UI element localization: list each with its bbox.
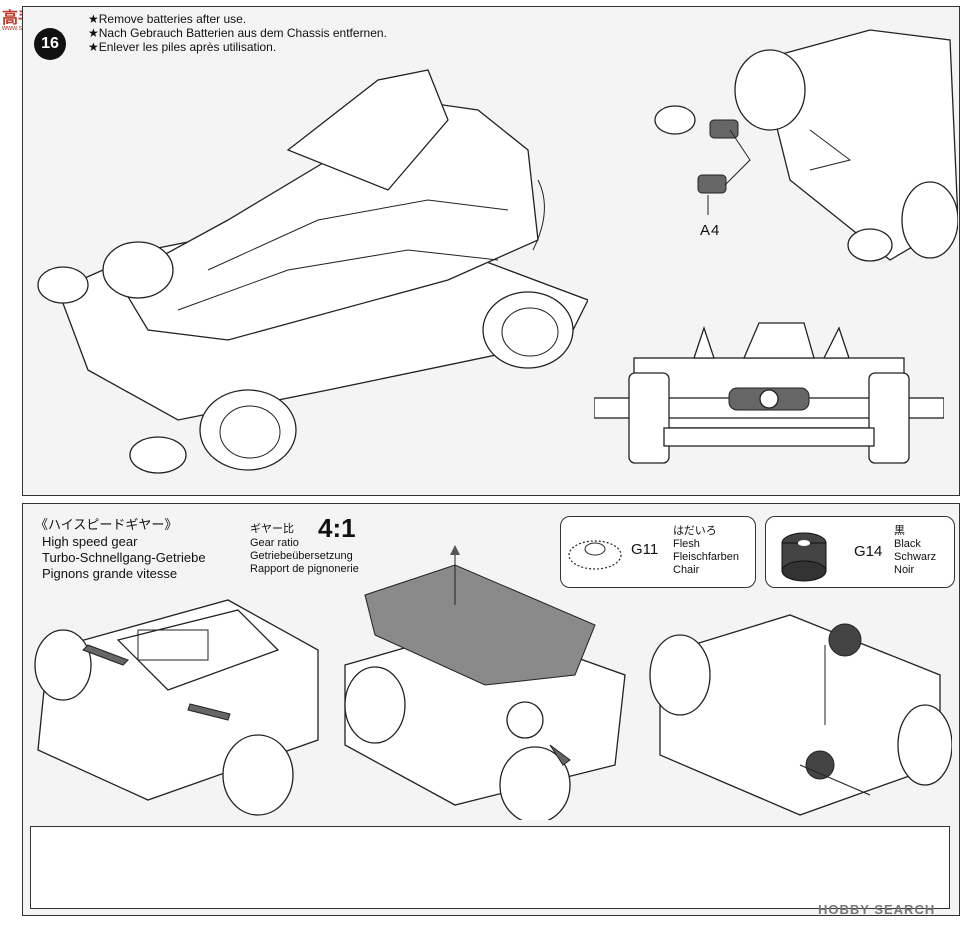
chassis-cover-drawing	[34, 599, 319, 816]
notes-box	[30, 826, 950, 909]
note-line: ★Remove batteries after use.	[88, 12, 247, 26]
gear-install-drawing	[649, 614, 952, 816]
gear-g14-text: 黒 Black Schwarz Noir	[894, 525, 936, 577]
gear-g11-text: はだいろ Flesh Fleischfarben Chair	[673, 525, 739, 577]
gear-g14-line: Schwarz	[894, 551, 937, 563]
gear-g14-line: 黒	[894, 525, 905, 537]
note-line: ★Nach Gebrauch Batterien aus dem Chassis…	[88, 26, 387, 40]
ratio-line: Getriebeübersetzung	[250, 550, 353, 562]
gear-g11-line: Fleischfarben	[673, 551, 740, 563]
ratio-line: Rapport de pignonerie	[250, 563, 359, 575]
gear-g11-code: G11	[631, 541, 659, 558]
gear-g14-code: G14	[854, 543, 883, 560]
rear-detail-drawing	[654, 29, 958, 262]
gear-g11-line: はだいろ	[673, 525, 717, 537]
ratio-line: Gear ratio	[250, 537, 299, 549]
gear-cover-removal-drawing	[344, 545, 626, 820]
note-line: ★Enlever les piles après utilisation.	[88, 40, 277, 54]
gear-g11-line: Chair	[673, 564, 700, 576]
section-line: Turbo-Schnellgang-Getriebe	[42, 550, 206, 565]
gear-g11-icon	[568, 540, 622, 570]
section-lines: High speed gear Turbo-Schnellgang-Getrie…	[42, 534, 206, 582]
part-label-a4: A4	[700, 222, 721, 239]
section-line: Pignons grande vitesse	[42, 566, 178, 581]
section-title: 《ハイスピードギヤー》	[35, 517, 178, 532]
car-body-drawing	[37, 69, 588, 474]
watermark: HOBBY SEARCH	[818, 902, 936, 917]
gear-g14-box: G14 黒 Black Schwarz Noir	[765, 516, 955, 588]
rear-view-drawing	[594, 322, 944, 464]
battery-notes: ★Remove batteries after use. ★Nach Gebra…	[88, 12, 387, 54]
gear-ratio-lines: Gear ratio Getriebeübersetzung Rapport d…	[250, 537, 359, 576]
gear-g14-line: Noir	[894, 564, 915, 576]
gear-g11-line: Flesh	[673, 538, 700, 550]
step-number: 16	[34, 28, 66, 60]
gear-g14-line: Black	[894, 538, 921, 550]
gear-ratio-label: ギヤー比	[250, 523, 294, 535]
section-line: High speed gear	[42, 534, 138, 549]
gear-g14-icon	[781, 532, 827, 582]
gear-g11-box: G11 はだいろ Flesh Fleischfarben Chair	[560, 516, 756, 588]
gear-ratio-value: 4:1	[318, 513, 356, 543]
